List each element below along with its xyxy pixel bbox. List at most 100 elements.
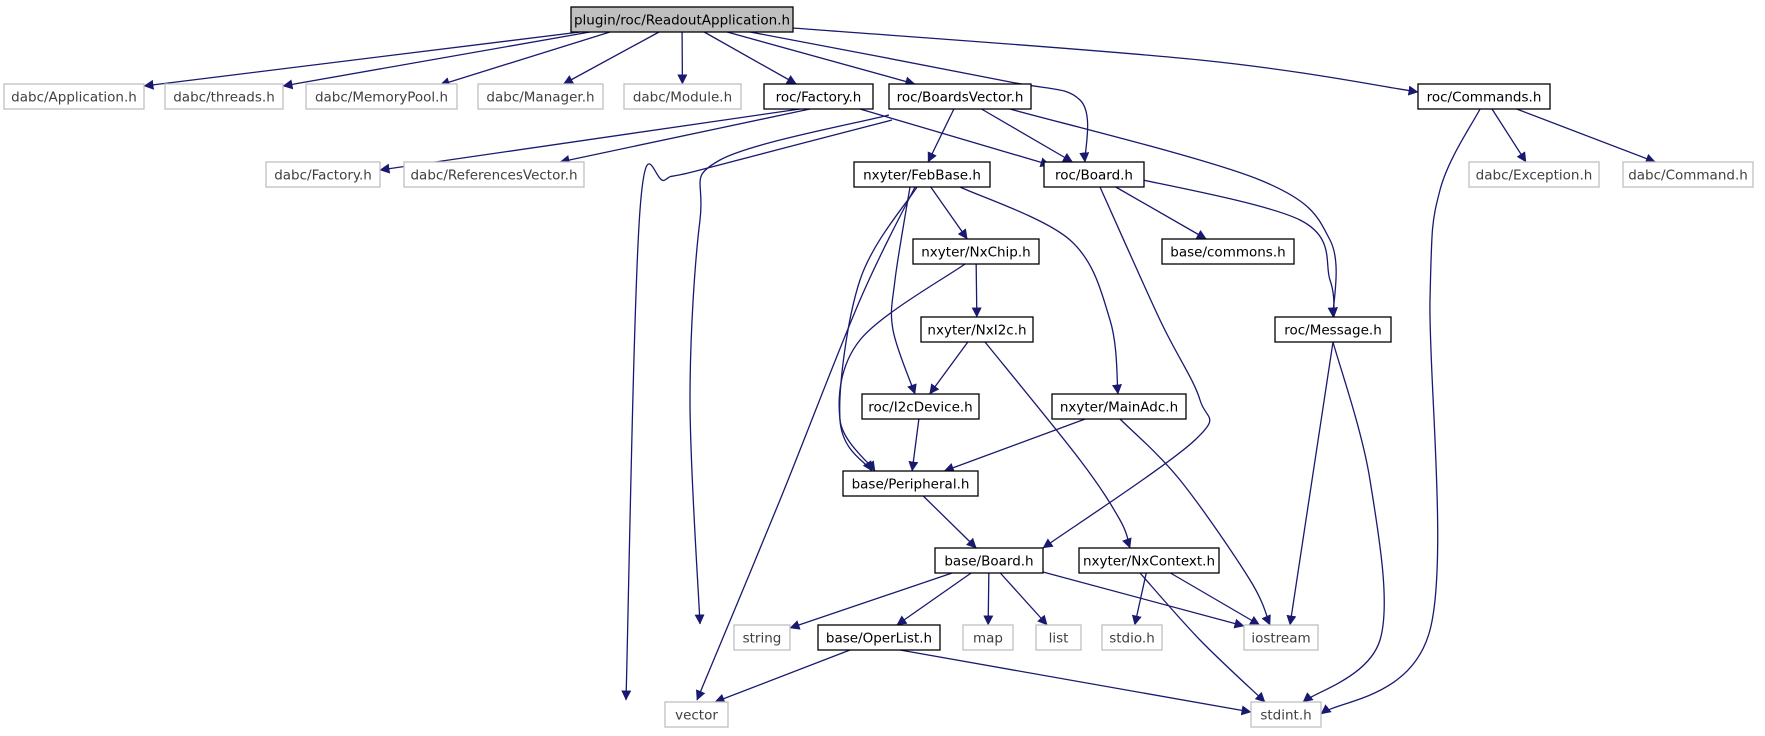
node-label: roc/Factory.h [776, 90, 862, 106]
edge-base-operlist-to-vector [714, 649, 851, 704]
edge-roc-boardsvector-to-string [689, 114, 890, 625]
node-nxyter-nxcontext[interactable]: nxyter/NxContext.h [1078, 547, 1220, 574]
node-box [664, 701, 729, 728]
edge-nxyter-nxcontext-to-iostream [1170, 572, 1261, 626]
node-stdio: stdio.h [1101, 624, 1163, 651]
edge-base-board-to-string [789, 572, 953, 630]
edge-root-to-dabc-threads [282, 31, 591, 90]
node-base-operlist[interactable]: base/OperList.h [817, 624, 941, 651]
node-roc-boardsvector[interactable]: roc/BoardsVector.h [888, 83, 1032, 110]
node-label: dabc/MemoryPool.h [315, 90, 448, 106]
node-box [1417, 83, 1551, 110]
node-map: map [962, 624, 1014, 651]
node-box [920, 316, 1034, 343]
edge-nxyter-nxcontext-to-stdio [1131, 572, 1147, 626]
node-nxyter-febbase[interactable]: nxyter/FebBase.h [853, 161, 991, 188]
node-box [842, 470, 979, 497]
node-label: nxyter/NxI2c.h [927, 323, 1026, 339]
node-label: dabc/Manager.h [486, 90, 594, 106]
node-dabc-manager: dabc/Manager.h [477, 83, 604, 110]
edge-roc-board-to-base-commons [1115, 186, 1207, 240]
edge-roc-commands-to-dabc-exception [1491, 108, 1527, 163]
edge-roc-factory-to-roc-board [859, 108, 1051, 168]
node-box [888, 83, 1032, 110]
node-box [763, 83, 874, 110]
node-root[interactable]: plugin/roc/ReadoutApplication.h [570, 6, 794, 33]
node-label: nxyter/NxContext.h [1083, 554, 1215, 570]
node-box [853, 161, 991, 188]
node-roc-factory[interactable]: roc/Factory.h [763, 83, 874, 110]
edge-roc-boardsvector-to-roc-board [981, 108, 1073, 163]
edge-nxyter-nxi2c-to-roc-i2cdevice [929, 341, 969, 395]
node-label: base/OperList.h [826, 631, 932, 647]
edge-nxyter-febbase-to-vector [696, 186, 916, 701]
node-label: stdio.h [1109, 631, 1155, 647]
node-box [305, 83, 458, 110]
edges-layer [143, 27, 1656, 716]
node-roc-commands[interactable]: roc/Commands.h [1417, 83, 1551, 110]
edge-root-to-roc-boardsvector [726, 31, 916, 87]
node-label: roc/Board.h [1055, 168, 1133, 184]
edge-roc-commands-to-stdint [1320, 108, 1481, 715]
node-label: base/commons.h [1170, 245, 1285, 261]
node-base-board[interactable]: base/Board.h [934, 547, 1044, 574]
node-box [265, 161, 381, 188]
node-label: dabc/Command.h [1628, 168, 1748, 184]
node-box [164, 83, 284, 110]
node-box [1101, 624, 1163, 651]
node-box [861, 393, 980, 420]
node-roc-message[interactable]: roc/Message.h [1274, 316, 1392, 343]
node-base-peripheral[interactable]: base/Peripheral.h [842, 470, 979, 497]
edge-nxyter-febbase-to-base-peripheral [839, 186, 918, 472]
edge-roc-commands-to-dabc-command [1516, 108, 1656, 164]
edge-nxyter-nxi2c-to-nxyter-nxcontext [984, 341, 1132, 549]
edge-roc-message-to-iostream [1286, 341, 1334, 626]
edge-roc-board-to-roc-message [1119, 174, 1338, 318]
node-box [1051, 393, 1187, 420]
node-box [1035, 624, 1082, 651]
node-label: nxyter/MainAdc.h [1060, 400, 1178, 416]
node-box [1161, 238, 1295, 265]
node-iostream: iostream [1243, 624, 1319, 651]
node-box [3, 83, 145, 110]
node-box [477, 83, 604, 110]
node-box [1622, 161, 1754, 188]
node-label: dabc/Exception.h [1476, 168, 1593, 184]
node-label: dabc/Application.h [11, 90, 137, 106]
node-roc-i2cdevice[interactable]: roc/I2cDevice.h [861, 393, 980, 420]
node-label: dabc/ReferencesVector.h [410, 168, 577, 184]
node-box [1043, 161, 1145, 188]
node-dabc-exception: dabc/Exception.h [1468, 161, 1600, 188]
edge-roc-boardsvector-to-roc-message [1009, 108, 1338, 318]
node-nxyter-nxi2c[interactable]: nxyter/NxI2c.h [920, 316, 1034, 343]
node-box [623, 83, 742, 110]
node-dabc-refvector: dabc/ReferencesVector.h [403, 161, 585, 188]
node-dabc-app: dabc/Application.h [3, 83, 145, 110]
edge-base-board-to-iostream [1042, 571, 1245, 629]
node-label: roc/I2cDevice.h [868, 400, 973, 416]
node-dabc-command: dabc/Command.h [1622, 161, 1754, 188]
edge-base-board-to-base-operlist [896, 572, 972, 626]
node-nxyter-mainadc[interactable]: nxyter/MainAdc.h [1051, 393, 1187, 420]
node-dabc-module: dabc/Module.h [623, 83, 742, 110]
node-label: plugin/roc/ReadoutApplication.h [574, 13, 790, 29]
edge-nxyter-febbase-to-nxyter-mainadc [959, 186, 1122, 395]
node-box [1468, 161, 1600, 188]
node-box [1274, 316, 1392, 343]
node-box [1078, 547, 1220, 574]
edge-root-to-dabc-mempool [439, 31, 611, 87]
node-label: nxyter/FebBase.h [863, 168, 981, 184]
node-roc-board[interactable]: roc/Board.h [1043, 161, 1145, 188]
node-label: roc/Message.h [1284, 323, 1382, 339]
node-box [912, 238, 1040, 265]
node-label: map [973, 631, 1003, 647]
node-list: list [1035, 624, 1082, 651]
node-box [570, 6, 794, 33]
node-box [1250, 701, 1322, 728]
edge-roc-boardsvector-to-vector [621, 119, 893, 701]
node-box [403, 161, 585, 188]
edge-base-board-to-list [999, 572, 1048, 626]
node-nxyter-nxchip[interactable]: nxyter/NxChip.h [912, 238, 1040, 265]
node-base-commons[interactable]: base/commons.h [1161, 238, 1295, 265]
